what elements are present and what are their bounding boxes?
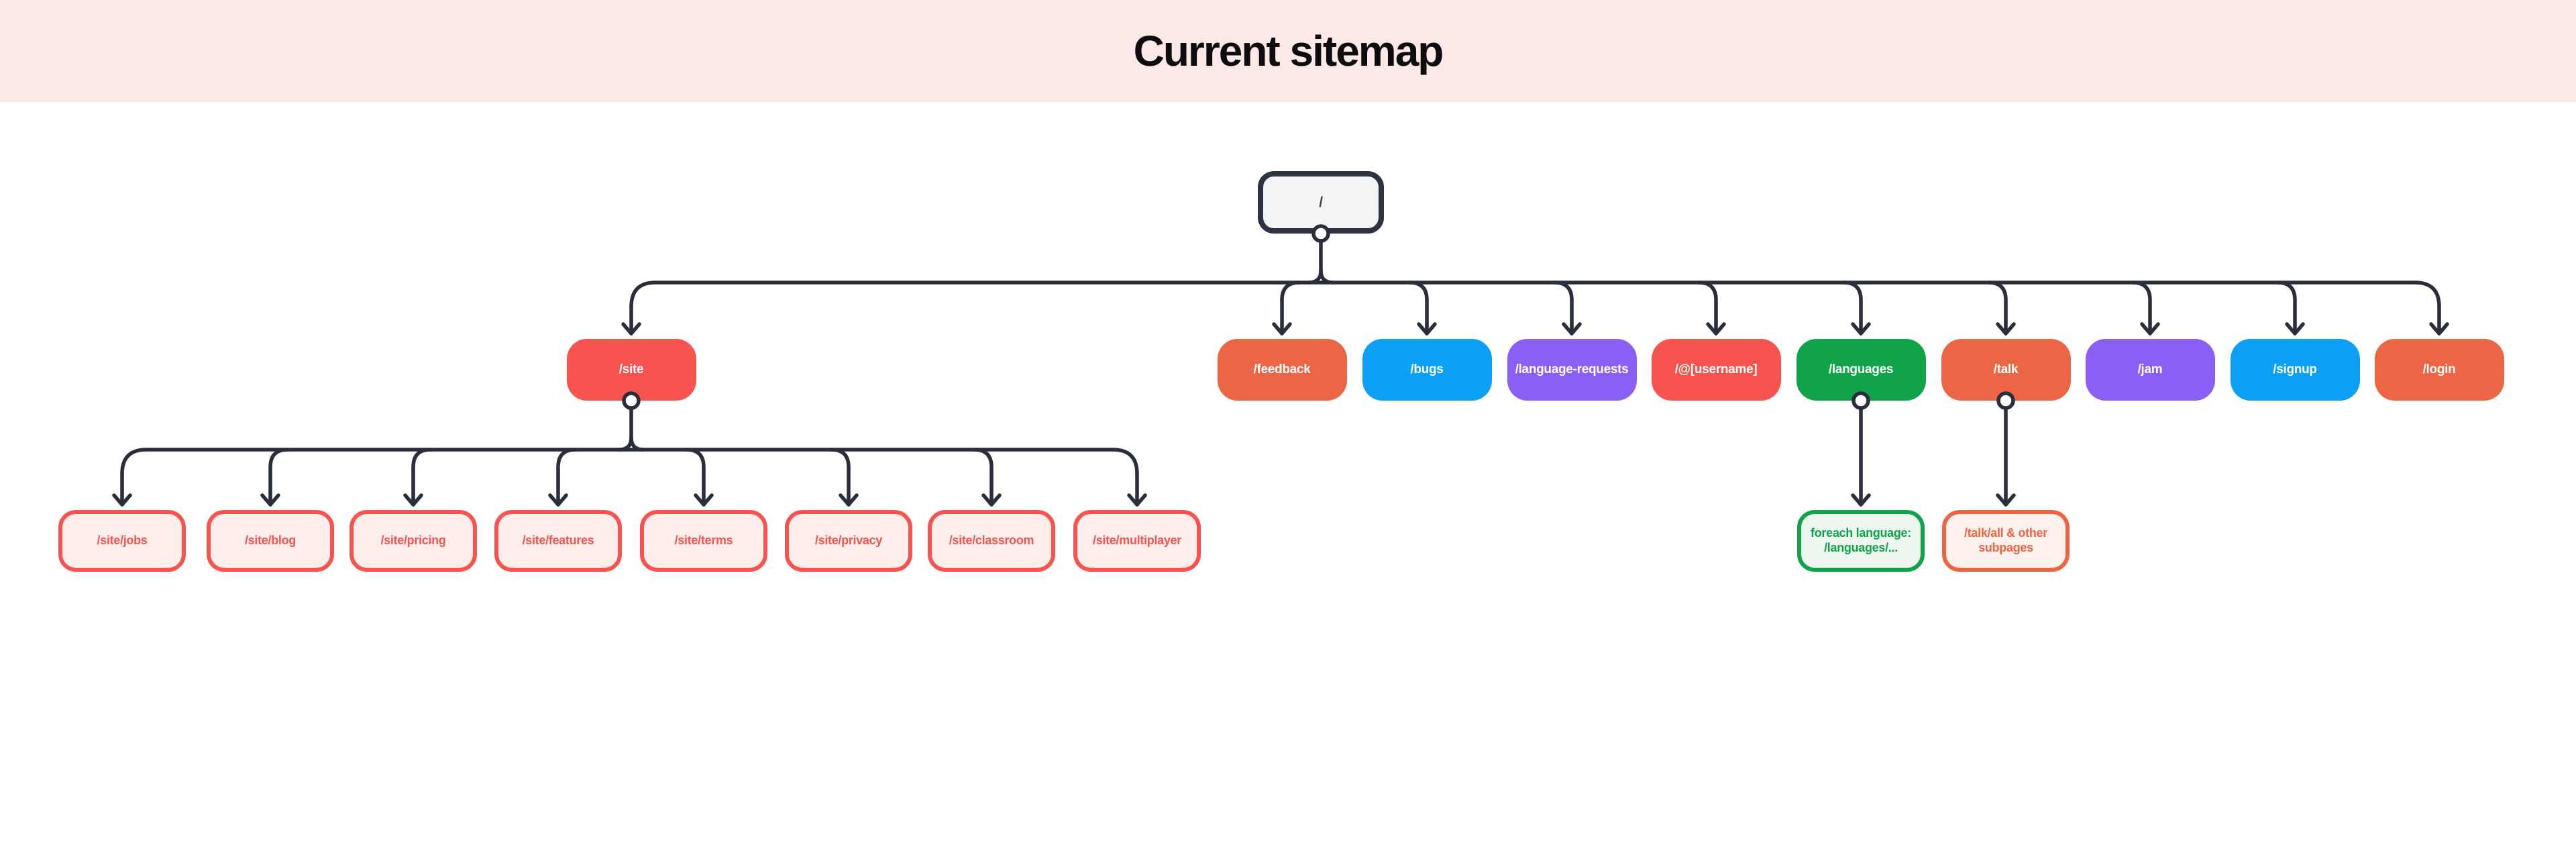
- node-label: /site/pricing: [380, 534, 446, 548]
- title-banner: Current sitemap: [0, 0, 2576, 102]
- node-jam[interactable]: /jam: [2085, 339, 2215, 401]
- node-feedback[interactable]: /feedback: [1217, 339, 1347, 401]
- node-label: /language-requests: [1515, 362, 1629, 376]
- node-site[interactable]: /site: [566, 339, 696, 401]
- node-site-pricing[interactable]: /site/pricing: [350, 510, 477, 572]
- node-label: /signup: [2273, 362, 2317, 376]
- node-login[interactable]: /login: [2374, 339, 2504, 401]
- node-label: /talk/all & other subpages: [1964, 526, 2047, 554]
- node-signup[interactable]: /signup: [2230, 339, 2360, 401]
- node-label: /: [1319, 194, 1323, 210]
- node-site-features[interactable]: /site/features: [494, 510, 622, 572]
- node-label: /jam: [2137, 362, 2163, 376]
- node-label: /languages: [1828, 362, 1894, 376]
- node-site-terms[interactable]: /site/terms: [640, 510, 767, 572]
- node-bugs[interactable]: /bugs: [1362, 339, 1492, 401]
- node-label: /@[username]: [1674, 362, 1758, 376]
- node-username[interactable]: /@[username]: [1651, 339, 1781, 401]
- node-label: /site/privacy: [814, 534, 883, 548]
- node-site-blog[interactable]: /site/blog: [207, 510, 334, 572]
- node-label: /site/multiplayer: [1093, 534, 1181, 548]
- node-site-multiplayer[interactable]: /site/multiplayer: [1073, 510, 1201, 572]
- node-label: /site/classroom: [949, 534, 1034, 548]
- node-site-privacy[interactable]: /site/privacy: [785, 510, 912, 572]
- node-label: /site/terms: [674, 534, 733, 548]
- node-label: /site: [619, 362, 644, 376]
- node-label: /bugs: [1410, 362, 1444, 376]
- node-label: /talk: [1993, 362, 2019, 376]
- node-talk-all[interactable]: /talk/all & other subpages: [1942, 510, 2070, 572]
- node-label: /login: [2422, 362, 2456, 376]
- node-language-requests[interactable]: /language-requests: [1507, 339, 1637, 401]
- node-label: /feedback: [1253, 362, 1311, 376]
- node-label: /site/features: [522, 534, 594, 548]
- node-languages[interactable]: /languages: [1796, 339, 1926, 401]
- node-root[interactable]: /: [1258, 171, 1384, 234]
- node-label: /site/jobs: [97, 534, 148, 548]
- page-title: Current sitemap: [1133, 27, 1444, 75]
- node-label: /site/blog: [244, 534, 296, 548]
- node-label: foreach language: /languages/...: [1811, 526, 1911, 554]
- node-site-jobs[interactable]: /site/jobs: [58, 510, 186, 572]
- node-talk[interactable]: /talk: [1941, 339, 2071, 401]
- node-site-classroom[interactable]: /site/classroom: [928, 510, 1055, 572]
- node-languages-foreach[interactable]: foreach language: /languages/...: [1797, 510, 1925, 572]
